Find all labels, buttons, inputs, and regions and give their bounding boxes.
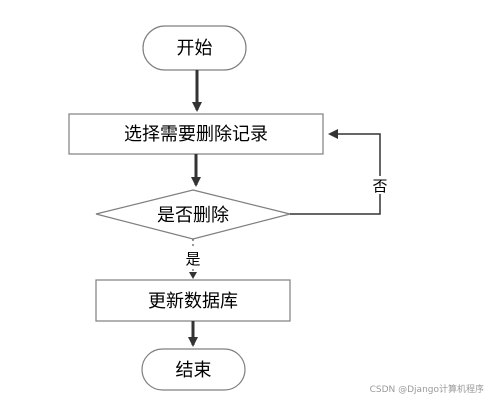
update-database-node-shape xyxy=(95,279,291,322)
update-database-node: 更新数据库 xyxy=(95,279,291,322)
start-node-shape xyxy=(142,25,247,71)
edge-no-label: 否 xyxy=(372,177,387,195)
start-node-label: 开始 xyxy=(177,38,213,59)
edge-decision-yes-arrowhead xyxy=(189,272,197,279)
decision-node: 是否删除 xyxy=(95,189,291,240)
edge-yes-label: 是 xyxy=(185,250,200,268)
decision-node-label: 是否删除 xyxy=(157,205,229,226)
watermark-text: CSDN @Django计算机程序 xyxy=(369,385,484,395)
end-node: 结束 xyxy=(141,348,246,391)
no-label-background xyxy=(371,176,389,194)
update-database-node-label: 更新数据库 xyxy=(148,291,238,312)
edge-decision-no-loop xyxy=(290,129,381,215)
end-node-shape xyxy=(141,348,246,391)
yes-label-background xyxy=(183,249,203,268)
select-record-node-shape xyxy=(68,113,324,155)
select-record-node-label: 选择需要删除记录 xyxy=(124,124,268,145)
end-node-label: 结束 xyxy=(176,360,212,381)
select-record-node: 选择需要删除记录 xyxy=(68,113,324,155)
start-node: 开始 xyxy=(142,25,247,71)
